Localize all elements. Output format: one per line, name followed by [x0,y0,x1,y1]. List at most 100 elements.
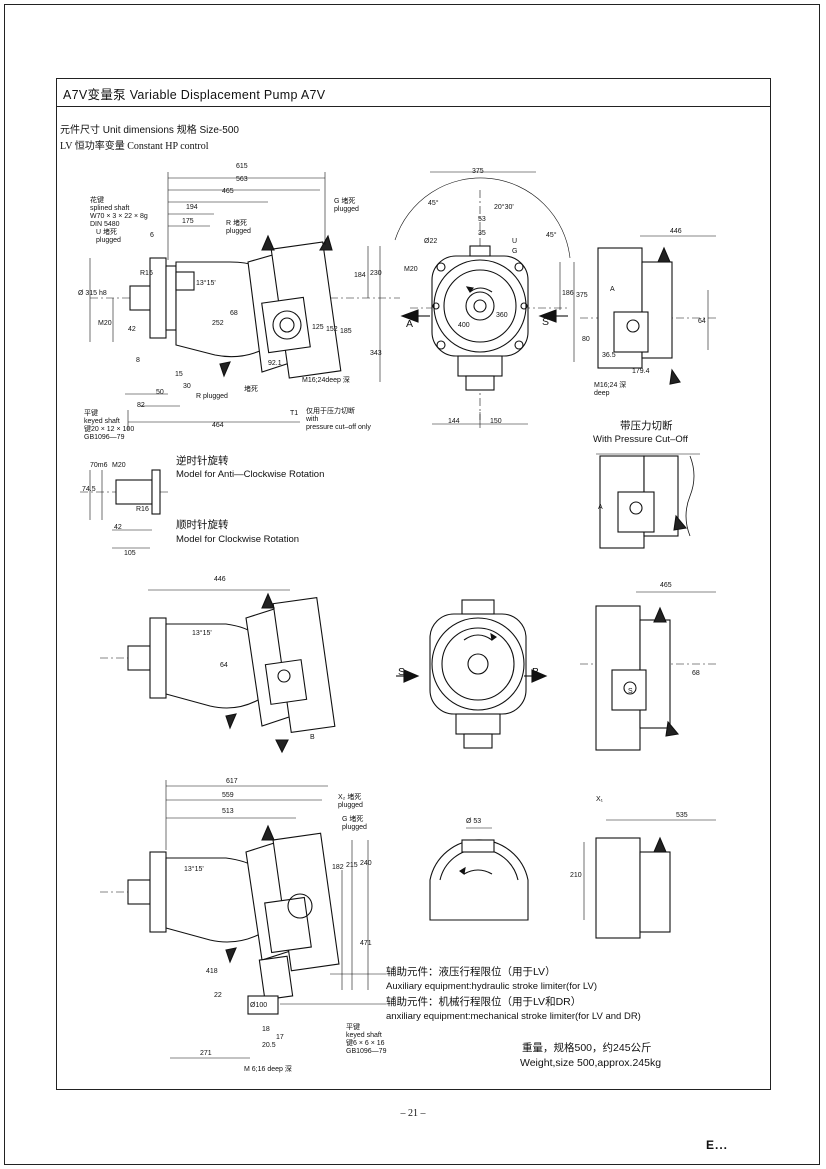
dim-64-middle: 64 [220,662,228,669]
weight-cn: 重量，规格500，约245公斤 [522,1042,652,1054]
page-title: A7V变量泵 Variable Displacement Pump A7V [63,88,326,102]
dim-150: 150 [490,418,502,425]
dim-45-right: 45° [546,232,557,239]
dim-80: 80 [582,336,590,343]
clockwise-en: Model for Clockwise Rotation [176,534,300,545]
pressure-cutoff-cn: 带压力切断 [620,420,673,432]
pump-drawing-top-front [394,171,575,428]
dim-215: 215 [346,862,358,869]
page-frame [4,4,820,1165]
dim-186: 186 [562,290,574,297]
dim-8: 8 [136,357,140,364]
dim-418: 418 [206,968,218,975]
dim-360: 360 [496,312,508,319]
dim-50: 50 [156,389,164,396]
keyed-shaft-detail [80,469,170,549]
dim-185: 185 [340,328,352,335]
pressure-cutoff-a: A [598,504,603,511]
aux-mechanical-cn: 辅助元件：机械行程限位（用于LV和DR） [386,996,582,1008]
dim-17: 17 [276,1034,284,1041]
port-r-bottom-cn: 堵死 [244,386,258,393]
aux-hydraulic-cn: 辅助元件：液压行程限位（用于LV） [386,966,556,978]
dim-184: 184 [354,272,366,279]
t1-note: 仅用于压力切断 with pressure cut–off only [306,408,371,431]
dim-194: 194 [186,204,198,211]
dim-513: 513 [222,808,234,815]
dim-563: 563 [236,176,248,183]
dim-252: 252 [212,320,224,327]
side-m16-label: M16;24 深 deep [594,382,627,397]
pressure-cutoff-en: With Pressure Cut–Off [593,434,688,445]
dim-144: 144 [448,418,460,425]
keyed-m20-label: M20 [112,462,126,469]
pump-drawing-middle-side [580,591,716,751]
dim-105: 105 [124,550,136,557]
port-u-label: U 堵死 plugged [96,229,121,244]
dim-36-5: 36.5 [602,352,616,359]
aux-mechanical-en: anxiliary equipment:mechanical stroke li… [386,1011,641,1022]
dim-446-top: 446 [670,228,682,235]
dim-45-left: 45° [428,200,439,207]
title-bar: A7V变量泵 Variable Displacement Pump A7V [57,79,770,107]
dim-64-top: 64 [698,318,706,325]
dim-343: 343 [370,350,382,357]
dim-535: 535 [676,812,688,819]
dim-471: 471 [360,940,372,947]
t1-label: T1 [290,410,299,417]
page-number: – 21 – [400,1108,426,1119]
dim-446-middle: 446 [214,576,226,583]
dim-d100: Ø100 [250,1002,268,1009]
front-m20-label: M20 [404,266,418,273]
dim-13-15-bottom: 13°15' [184,866,204,873]
dim-20-5: 20.5 [262,1042,276,1049]
m20-label: M20 [98,320,112,327]
flow-arrows-top [400,309,568,323]
dim-271: 271 [200,1050,212,1057]
dim-615: 615 [236,163,248,170]
dim-400: 400 [458,322,470,329]
dim-230: 230 [370,270,382,277]
dim-18: 18 [262,1026,270,1033]
pump-drawing-middle-left [100,589,336,754]
middle-s-arrow-label: S [398,666,406,678]
pump-drawing-top-left [89,172,400,430]
dim-375-side: 375 [576,292,588,299]
unit-dimensions-line: 元件尺寸 Unit dimensions 规格 Size-500 [60,125,239,136]
dim-182: 182 [332,864,344,871]
dim-465-middle: 465 [660,582,672,589]
clockwise-cn: 顺时针旋转 [176,519,229,531]
m16-label: M16;24deep 深 [302,377,350,384]
dim-42: 42 [128,326,136,333]
dim-30: 30 [183,383,191,390]
r16-label: R16 [140,270,153,277]
aux-hydraulic-en: Auxiliary equipment:hydraulic stroke lim… [386,981,598,992]
port-r-bottom-label: R plugged [196,393,228,400]
dim-angle-13-15: 13°15' [196,280,216,287]
port-s-arrow-label: S [542,316,550,328]
pump-drawing-top-side [580,235,716,385]
footer-mark: E... [706,1138,729,1152]
dim-6: 6 [150,232,154,239]
dim-210: 210 [570,872,582,879]
dim-35: 35 [478,230,486,237]
pump-drawing-bottom-left [100,780,386,1059]
keyed-r16-label: R16 [136,506,149,513]
port-g-label: G 堵死 plugged [334,198,359,213]
dim-375-top: 375 [472,168,484,175]
dim-559: 559 [222,792,234,799]
middle-side-s-label: S [628,688,633,695]
dim-68-middle: 68 [692,670,700,677]
dim-125: 125 [312,324,324,331]
pump-drawing-bottom-side [583,819,716,939]
front-u-label: U [512,238,518,245]
dim-175: 175 [182,218,194,225]
front-g-label: G [512,248,518,255]
keyed-shaft-label: 平键 keyed shaft 键20 × 12 × 100 GB1096—79 [84,410,135,441]
d315-label: Ø 315 h8 [78,290,107,297]
dim-240: 240 [360,860,372,867]
dim-152: 152 [326,326,338,333]
pressure-cutoff-drawing [596,453,700,549]
splined-shaft-label: 花键 splined shaft W70 × 3 × 22 × 8g DIN 5… [90,197,148,228]
dim-15: 15 [175,371,183,378]
dim-22: 22 [214,992,222,999]
